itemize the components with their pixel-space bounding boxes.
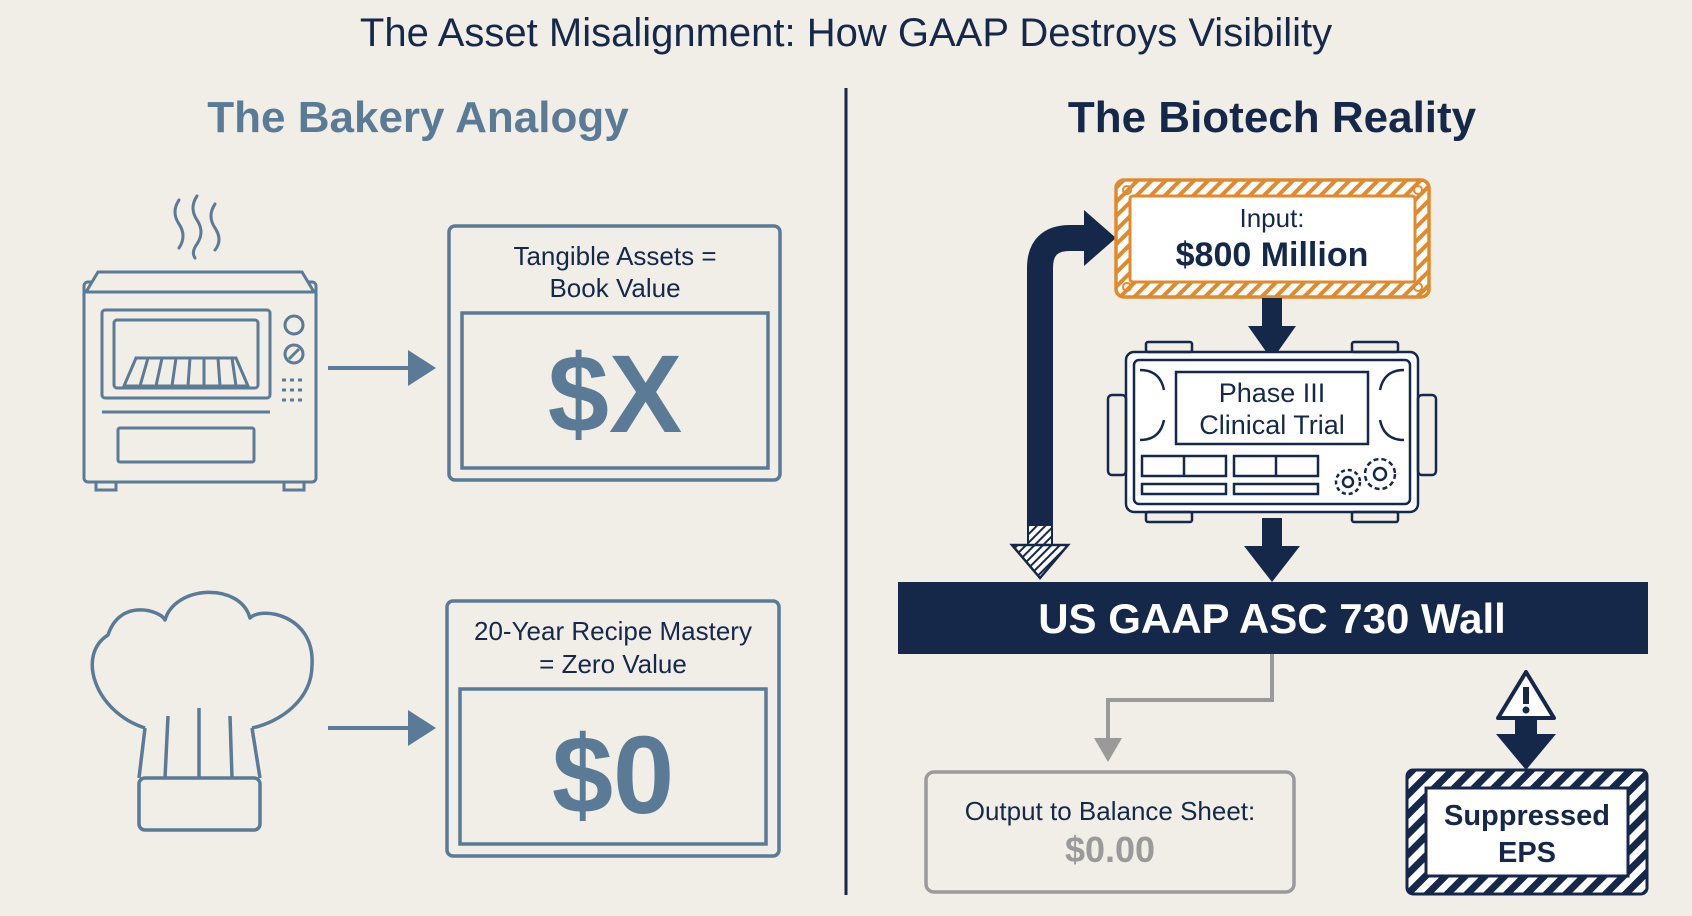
gaap-wall: US GAAP ASC 730 Wall — [898, 582, 1648, 654]
zero-value-label-line2: = Zero Value — [539, 649, 687, 679]
book-value-label-line1: Tangible Assets = — [513, 241, 716, 271]
suppressed-eps-box: Suppressed EPS — [1405, 768, 1649, 896]
trial-label-line2: Clinical Trial — [1199, 410, 1345, 440]
input-value: $800 Million — [1176, 236, 1369, 274]
left-heading: The Bakery Analogy — [207, 93, 629, 142]
clinical-trial-machine — [1106, 340, 1438, 524]
gaap-wall-label: US GAAP ASC 730 Wall — [1038, 595, 1506, 642]
feedback-arrow — [1009, 210, 1116, 580]
input-label: Input: — [1239, 203, 1304, 233]
book-value-box: Tangible Assets = Book Value $X — [447, 224, 782, 482]
output-value: $0.00 — [1065, 829, 1155, 870]
trial-label-line1: Phase III — [1219, 378, 1326, 408]
zero-value-box: 20-Year Recipe Mastery = Zero Value $0 — [445, 599, 781, 858]
arrow-wall-to-suppressed — [1496, 720, 1556, 770]
warning-icon — [1496, 670, 1556, 720]
input-box: Input: $800 Million — [1114, 178, 1431, 299]
arrow-input-to-trial — [1248, 298, 1296, 360]
suppressed-label-line1: Suppressed — [1444, 800, 1610, 832]
gear-icon — [1334, 457, 1397, 496]
arrow-oven-to-box — [328, 350, 436, 386]
book-value-label-line2: Book Value — [549, 273, 680, 303]
zero-value-label-line1: 20-Year Recipe Mastery — [474, 616, 752, 646]
output-box: Output to Balance Sheet: $0.00 — [924, 770, 1296, 894]
right-heading: The Biotech Reality — [1068, 93, 1477, 142]
zero-value-amount: $0 — [552, 714, 674, 837]
oven-icon — [82, 270, 318, 492]
chef-hat-icon — [90, 590, 314, 832]
arrow-hat-to-box — [328, 710, 436, 746]
page-title: The Asset Misalignment: How GAAP Destroy… — [360, 11, 1332, 55]
arrow-wall-to-output — [1094, 654, 1274, 762]
steam-icon — [173, 194, 221, 260]
suppressed-label-line2: EPS — [1498, 837, 1556, 869]
output-label: Output to Balance Sheet: — [965, 796, 1256, 826]
book-value-amount: $X — [548, 333, 683, 456]
arrow-trial-to-wall — [1244, 518, 1300, 582]
